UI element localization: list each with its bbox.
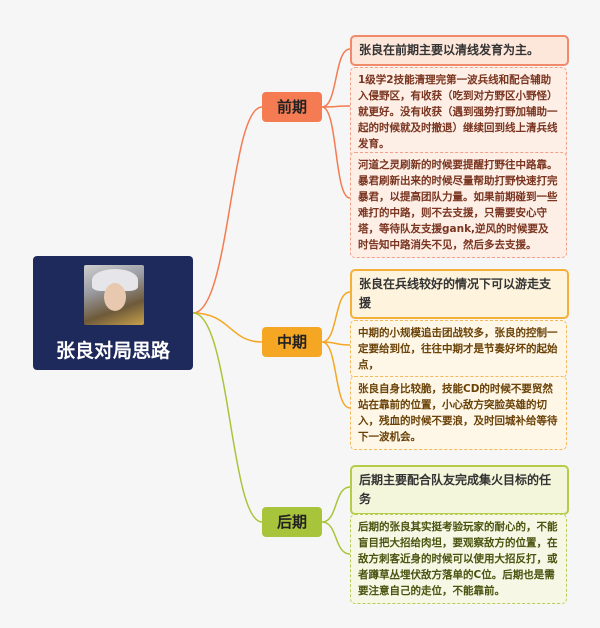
early-detail-2: 河道之灵刷新的时候要提醒打野往中路靠。暴君刷新出来的时候尽量帮助打野快速打完暴君… — [350, 152, 567, 258]
early-detail-1: 1级学2技能清理完第一波兵线和配合辅助入侵野区，有收获（吃到对方野区小野怪）就更… — [350, 67, 567, 157]
root-node: 张良对局思路 — [33, 256, 193, 370]
early-summary: 张良在前期主要以清线发育为主。 — [350, 35, 569, 66]
root-title: 张良对局思路 — [55, 340, 170, 362]
branch-late: 后期 — [262, 507, 322, 537]
late-summary: 后期主要配合队友完成集火目标的任务 — [350, 465, 569, 515]
mid-detail-1: 中期的小规模追击团战较多，张良的控制一定要给到位，往往中期才是节奏好坏的起始点， — [350, 320, 567, 378]
branch-early: 前期 — [262, 92, 322, 122]
hero-portrait-icon — [84, 265, 144, 325]
branch-mid: 中期 — [262, 327, 322, 357]
mid-summary: 张良在兵线较好的情况下可以游走支援 — [350, 269, 569, 319]
mid-detail-2: 张良自身比较脆，技能CD的时候不要贸然站在靠前的位置，小心敌方突脸英雄的切入，残… — [350, 376, 567, 450]
late-detail-1: 后期的张良其实挺考验玩家的耐心的，不能盲目把大招给肉坦，要观察敌方的位置，在敌方… — [350, 514, 567, 604]
